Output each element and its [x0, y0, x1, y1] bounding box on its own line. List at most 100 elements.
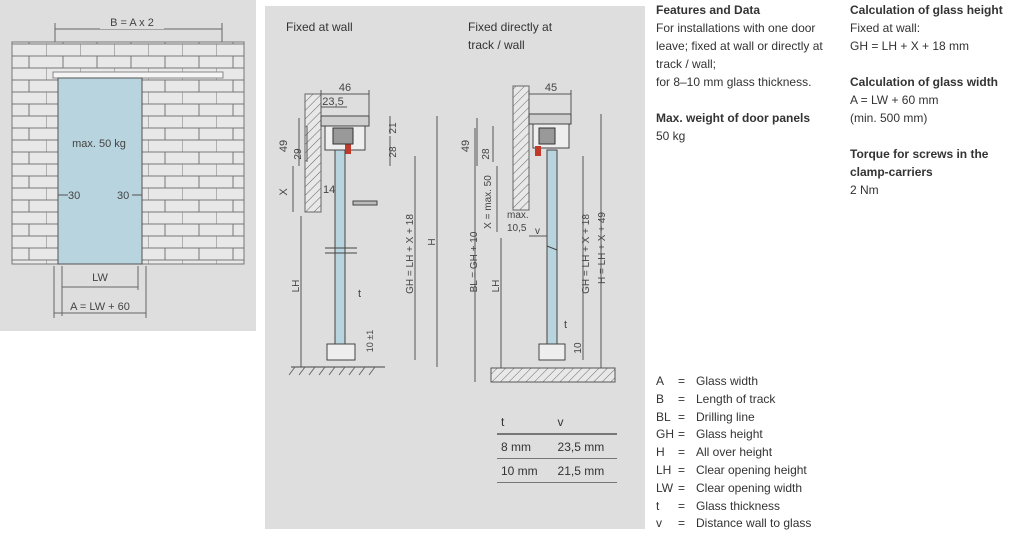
- legend-key: LH: [656, 462, 672, 477]
- dim-28-wall: 28: [388, 146, 399, 158]
- elevation-panel: B = A x 2 max. 50 kg 30 30 LW A = LW + 6…: [0, 0, 256, 331]
- width-title: Calculation of glass width: [850, 75, 999, 89]
- lw-label: LW: [92, 272, 108, 284]
- legend-desc: Glass thickness: [696, 498, 781, 513]
- gap-left: 30: [68, 190, 80, 202]
- dim-14: 14: [323, 184, 335, 196]
- legend-item: GH=Glass height: [656, 426, 811, 444]
- legend-item: LH=Clear opening height: [656, 462, 811, 480]
- table-header-row: t v: [497, 410, 617, 434]
- dim-xmax: X = max. 50: [483, 175, 494, 229]
- width-line2: (min. 500 mm): [850, 111, 928, 125]
- weight-value: 50 kg: [656, 129, 686, 143]
- legend-item: LW=Clear opening width: [656, 480, 811, 498]
- dim-lh-track: LH: [491, 280, 502, 293]
- legend-key: B: [656, 391, 665, 406]
- legend-item: B=Length of track: [656, 391, 811, 409]
- table-row: 8 mm 23,5 mm: [497, 434, 617, 459]
- legend-item: H=All over height: [656, 444, 811, 462]
- dim-v: v: [535, 226, 540, 237]
- table-row: 10 mm 21,5 mm: [497, 459, 617, 483]
- features-line: for 8–10 mm glass thickness.: [656, 75, 812, 89]
- height-line2: GH = LH + X + 18 mm: [850, 39, 970, 53]
- title-fixed-track-1: Fixed directly at: [468, 20, 553, 34]
- weight-title: Max. weight of door panels: [656, 111, 811, 125]
- legend-desc: Clear opening height: [696, 462, 807, 477]
- legend-key: t: [656, 498, 660, 513]
- info-section: Features and Data For installations with…: [656, 1, 1006, 201]
- torque-title-2: clamp-carriers: [850, 165, 933, 179]
- dim-h-track: H = LH + X + 49: [597, 212, 608, 284]
- dim-gh-wall: GH = LH + X + 18: [405, 214, 416, 294]
- dim-gh-track: GH = LH + X + 18: [581, 214, 592, 294]
- legend-key: BL: [656, 409, 671, 424]
- dim-10-5: 10,5: [507, 223, 527, 234]
- features-column: Features and Data For installations with…: [656, 1, 846, 145]
- a-dim-label: A = LW + 60: [70, 301, 130, 313]
- table-header-v: v: [557, 414, 564, 429]
- dim-bl: BL = GH + 10: [469, 231, 480, 292]
- legend-item: v=Distance wall to glass: [656, 515, 811, 533]
- legend-desc: Clear opening width: [696, 480, 803, 495]
- table-cell: 8 mm: [501, 439, 531, 454]
- legend-item: BL=Drilling line: [656, 409, 811, 427]
- title-fixed-track-2: track / wall: [468, 38, 525, 52]
- dim-21: 21: [388, 122, 399, 134]
- dim-10-wall: 10 ±1: [365, 330, 375, 352]
- dim-h-wall: H: [427, 238, 438, 245]
- features-line: For installations with one door: [656, 21, 816, 35]
- gap-right: 30: [117, 190, 129, 202]
- legend-desc: Glass width: [696, 374, 759, 388]
- section-track-mount: 45 49 28 X = max. 50 max. 10,5 v BL = GH…: [460, 82, 616, 383]
- title-fixed-at-wall: Fixed at wall: [286, 20, 353, 34]
- calc-column: Calculation of glass height Fixed at wal…: [850, 1, 1006, 199]
- torque-value: 2 Nm: [850, 183, 879, 197]
- table-header-t: t: [501, 414, 505, 429]
- torque-title-1: Torque for screws in the: [850, 147, 989, 161]
- dim-29: 29: [293, 148, 304, 160]
- track: [52, 71, 224, 79]
- glass-door: [57, 77, 143, 265]
- dim-x: X: [278, 188, 290, 196]
- dim-10-track: 10: [573, 342, 584, 354]
- dim-b: B = A x 2: [110, 17, 154, 29]
- elevation-drawing: B = A x 2 max. 50 kg 30 30 LW A = LW + 6…: [11, 15, 245, 318]
- features-line: track / wall;: [656, 57, 717, 71]
- table-cell: 21,5 mm: [557, 463, 605, 478]
- dim-49-wall: 49: [278, 140, 290, 152]
- dim-46: 46: [339, 82, 351, 94]
- max-weight-label: max. 50 kg: [72, 138, 126, 150]
- legend-desc: Distance wall to glass: [696, 516, 812, 531]
- legend-key: GH: [656, 427, 674, 442]
- features-line: leave; fixed at wall or directly at: [656, 39, 823, 53]
- legend-item: A=Glass width: [656, 373, 811, 391]
- legend-desc: Length of track: [696, 391, 776, 406]
- table-cell: 23,5 mm: [557, 439, 605, 454]
- width-line1: A = LW + 60 mm: [850, 93, 939, 107]
- dim-45: 45: [545, 82, 557, 94]
- dim-t-track: t: [564, 319, 567, 331]
- legend-item: t=Glass thickness: [656, 498, 811, 516]
- height-line1: Fixed at wall:: [850, 21, 921, 35]
- legend-key: LW: [656, 480, 674, 495]
- dim-max: max.: [507, 210, 529, 221]
- dim-49-track: 49: [460, 140, 472, 152]
- section-wall-mount: 46 23,5 49 29 X 14 21 28 GH = LH + X + 1…: [278, 82, 438, 376]
- legend-desc: All over height: [696, 445, 773, 460]
- legend-key: H: [656, 445, 665, 460]
- dim-lh-wall: LH: [291, 280, 302, 293]
- table-cell: 10 mm: [501, 463, 538, 478]
- section-panel: Fixed at wall Fixed directly at track / …: [265, 6, 645, 529]
- section-drawings: 46 23,5 49 29 X 14 21 28 GH = LH + X + 1…: [278, 82, 616, 383]
- legend: A=Glass width B=Length of track BL=Drill…: [656, 373, 811, 533]
- thickness-table: t v 8 mm 23,5 mm 10 mm 21,5 mm: [497, 410, 617, 483]
- dim-23-5: 23,5: [322, 96, 343, 108]
- features-title: Features and Data: [656, 3, 761, 17]
- dim-t-wall: t: [358, 288, 361, 300]
- legend-key: A: [656, 374, 665, 388]
- legend-key: v: [656, 516, 662, 531]
- legend-desc: Drilling line: [696, 409, 755, 424]
- dim-28-track: 28: [481, 148, 492, 160]
- legend-desc: Glass height: [696, 427, 763, 442]
- height-title: Calculation of glass height: [850, 3, 1003, 17]
